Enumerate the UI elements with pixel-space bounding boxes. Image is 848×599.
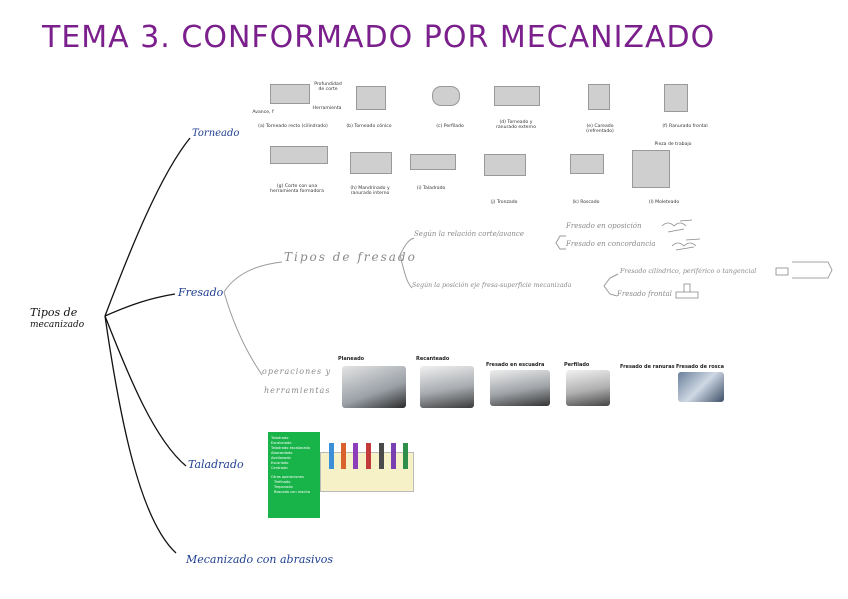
taladrado-card: Taladrado Escalonado Taladrado escalonad… <box>268 432 320 518</box>
turning-thumb-d <box>494 86 540 106</box>
caption-k: (k) Roscado <box>572 200 600 205</box>
turning-thumb-g <box>270 146 328 164</box>
root-line-1: Tipos de <box>30 306 78 319</box>
root-line-2: mecanizado <box>30 320 85 330</box>
line-taladrado <box>104 315 187 467</box>
caption-a: (a) Torneado recto (cilindrado) <box>258 124 328 129</box>
turning-thumb-a <box>270 84 310 104</box>
criterio-1-opt1: Fresado en oposición <box>566 222 642 230</box>
drill-bits <box>329 443 408 469</box>
line-abrasivos <box>104 315 177 554</box>
root-node: Tipos de mecanizado <box>30 306 84 332</box>
card-item: Centrado <box>271 466 288 470</box>
line-tipos-fresado <box>223 261 283 293</box>
op-caption-escuadra: Fresado en escuadra <box>486 362 545 368</box>
op-photo-planeado <box>342 366 406 408</box>
branch-fresado: Fresado <box>178 286 224 299</box>
label-avance: Avance, f <box>252 110 274 115</box>
caption-c: (c) Perfilado <box>436 124 464 129</box>
op-photo-recanteado <box>420 366 474 408</box>
line-criterio2 <box>399 254 413 289</box>
caption-f: (f) Ranurado frontal <box>662 124 708 129</box>
caption-i: (i) Taladrado <box>416 186 446 191</box>
drill-illustration: a) b) c) d) e) f) g) <box>320 443 414 492</box>
criterio-1-label: Según la relación corte/avance <box>414 230 524 238</box>
line-criterio1 <box>399 237 415 256</box>
caption-b: (b) Torneado cónico <box>346 124 392 129</box>
label-herramienta: Herramienta <box>312 106 342 111</box>
op-photo-escuadra <box>490 370 550 406</box>
card-item: Taladrado escalonado <box>271 446 311 450</box>
caption-l: (l) Moleteado <box>648 200 680 205</box>
criterio-2-opt2: Fresado frontal <box>617 290 672 298</box>
op-caption-recanteado: Recanteado <box>416 356 450 362</box>
caption-h: (h) Mandrinado y ranurado interno <box>350 186 390 196</box>
op-caption-perfilado: Perfilado <box>564 362 590 368</box>
branch-taladrado: Taladrado <box>188 458 244 471</box>
line-torneado <box>104 137 191 317</box>
criterio-1-opt2: Fresado en concordancia <box>566 240 656 248</box>
card-sub-item: Trepanado <box>274 485 293 489</box>
op-photo-rosca <box>678 372 724 402</box>
card-item: Escalonado <box>271 441 292 445</box>
line-c2-bracket <box>603 273 619 297</box>
card-sub-item: Roscado con macho <box>274 490 310 494</box>
caption-e: (e) Careado (refrentado) <box>586 124 614 134</box>
operaciones-line-1: operaciones y <box>262 367 332 376</box>
label-pieza: Pieza de trabajo <box>654 142 692 147</box>
op-photo-ranuras <box>622 372 666 406</box>
line-c1-bracket <box>555 235 566 250</box>
tipos-fresado-label: Tipos de fresado <box>284 250 417 264</box>
caption-d: (d) Torneado y ranurado externo <box>495 120 537 130</box>
turning-thumb-c <box>432 86 460 106</box>
label-profundidad: Profundidad de corte <box>314 82 342 92</box>
turning-thumb-b <box>356 86 386 110</box>
turning-thumb-k <box>570 154 604 174</box>
branch-abrasivos: Mecanizado con abrasivos <box>186 553 334 566</box>
caption-g: (g) Corte con una herramienta formadora <box>270 184 324 194</box>
card-item: Escariado <box>271 461 289 465</box>
line-fresado <box>104 293 176 317</box>
criterio-2-opt1: Fresado cilíndrico, periférico o tangenc… <box>620 267 757 275</box>
caption-j: (j) Tronzado <box>490 200 518 205</box>
turning-thumb-e <box>588 84 610 110</box>
op-photo-perfilado <box>566 370 610 406</box>
turning-thumb-h <box>350 152 392 174</box>
op-caption-ranuras: Fresado de ranuras <box>620 364 675 370</box>
card-item: Abocardado <box>271 451 293 455</box>
page-title: TEMA 3. CONFORMADO POR MECANIZADO <box>42 20 716 55</box>
card-sub-header: Otras operaciones <box>271 475 304 479</box>
turning-thumb-f <box>664 84 688 112</box>
operaciones-line-2: herramientas <box>264 386 331 395</box>
branch-torneado: Torneado <box>192 128 240 139</box>
op-caption-planeado: Planeado <box>338 356 365 362</box>
turning-thumb-l <box>632 150 670 188</box>
line-operaciones <box>223 291 263 376</box>
turning-thumb-j <box>484 154 526 176</box>
criterio-2-label: Según la posición eje fresa-superficie m… <box>412 282 572 289</box>
turning-thumb-i <box>410 154 456 170</box>
card-sub-item: Trefinado <box>274 480 291 484</box>
op-caption-rosca: Fresado de rosca <box>676 364 724 370</box>
card-item: Taladrado <box>271 436 289 440</box>
card-item: Avellanado <box>271 456 291 460</box>
